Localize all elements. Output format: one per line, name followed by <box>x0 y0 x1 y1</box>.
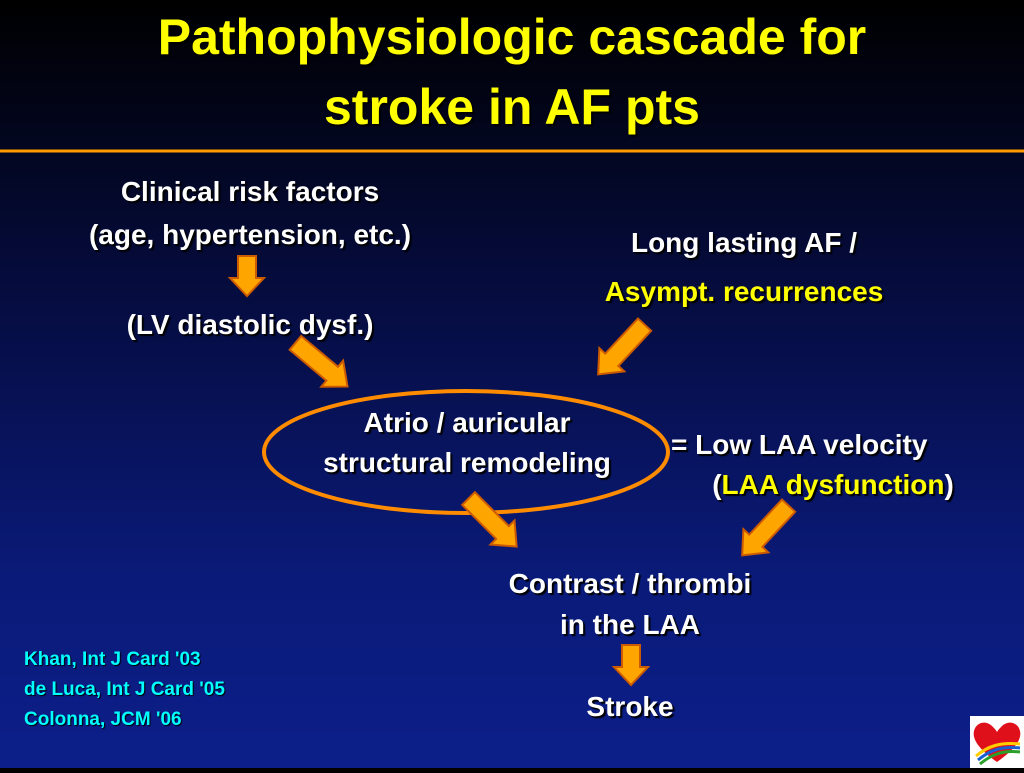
reference-item: de Luca, Int J Card '05 <box>24 679 225 700</box>
arrow-lv-to-remodeling <box>288 334 349 388</box>
lv-diastolic-dysfunction-label: (LV diastolic dysf.) <box>126 309 374 340</box>
arrow-longaf-to-remodeling <box>597 317 653 376</box>
long-lasting-af-label: Long lasting AF / <box>630 227 858 258</box>
remodeling-label-line-2: structural remodeling <box>323 447 611 478</box>
stroke-label: Stroke <box>586 691 674 722</box>
remodeling-label-line-1: Atrio / auricular <box>363 407 571 438</box>
laa-dysfunction-label: (LAA dysfunction) <box>712 466 954 504</box>
title-line-1: Pathophysiologic cascade for <box>157 9 867 65</box>
arrow-clinical-to-lv <box>227 255 267 298</box>
remodeling-ellipse <box>262 389 670 515</box>
reference-item: Colonna, JCM '06 <box>24 709 182 730</box>
contrast-thrombi-label: Contrast / thrombi <box>508 568 752 599</box>
title-line-2: stroke in AF pts <box>324 79 700 135</box>
low-laa-velocity-label: = Low LAA velocity <box>671 429 928 460</box>
arrow-laa-to-contrast <box>741 498 797 557</box>
laa-open-paren: ( <box>712 469 722 500</box>
contrast-thrombi-location: in the LAA <box>560 609 700 640</box>
asymptomatic-recurrences-label: Asympt. recurrences <box>604 276 884 307</box>
laa-close-paren: ) <box>944 469 954 500</box>
heart-logo-icon <box>970 716 1024 768</box>
reference-item: Khan, Int J Card '03 <box>24 649 201 670</box>
arrow-contrast-to-stroke <box>611 644 651 687</box>
laa-dysfunction-term: LAA dysfunction <box>721 469 945 500</box>
arrow-remodeling-to-contrast <box>460 490 518 548</box>
clinical-risk-factors-label: Clinical risk factors <box>120 176 380 207</box>
clinical-risk-factors-detail: (age, hypertension, etc.) <box>88 219 412 250</box>
